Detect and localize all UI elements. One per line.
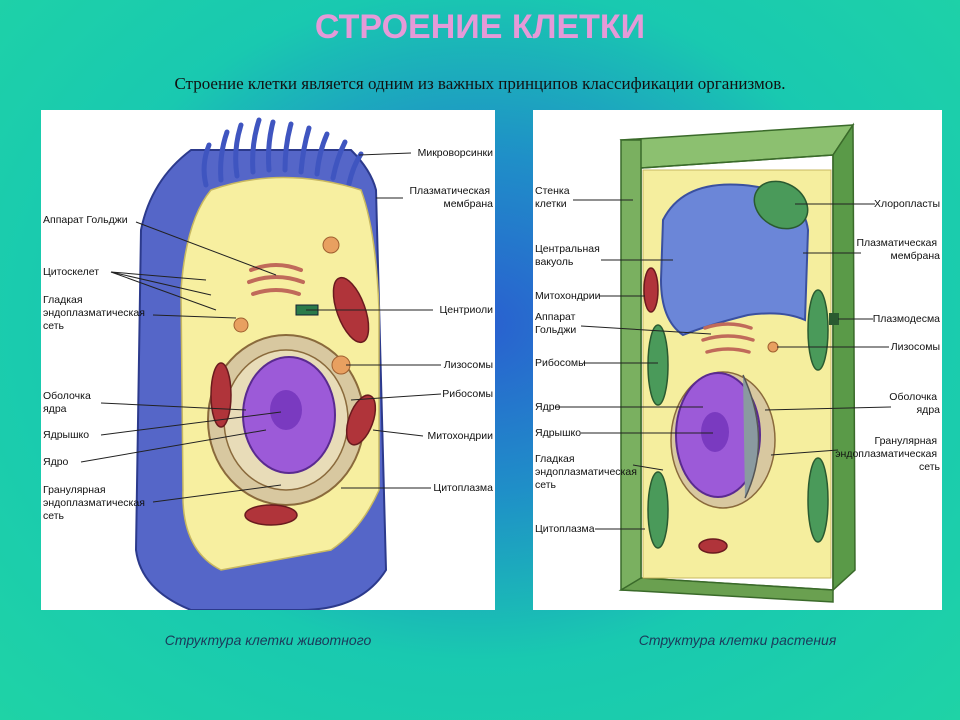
- plant-cell-caption: Структура клетки растения: [638, 632, 837, 648]
- label-cytoskeleton: Цитоскелет: [43, 266, 99, 278]
- plant-label-golgi: Аппарат Гольджи: [535, 311, 578, 336]
- label-centrioles: Центриоли: [439, 304, 493, 316]
- animal-leader-lines-left: [80, 221, 282, 503]
- plant-mitochondria: [643, 267, 728, 554]
- slide-title: СТРОЕНИЕ КЛЕТКИ: [314, 8, 646, 46]
- plant-label-smooth-er: Гладкая эндоплазматическая сеть: [535, 453, 640, 491]
- plant-plasmodesma: [829, 313, 839, 325]
- plant-lysosome: [767, 341, 779, 353]
- plant-label-chloroplasts: Хлоропласты: [874, 198, 940, 210]
- label-nucleus: Ядро: [43, 456, 69, 468]
- label-plasma-membrane: Плазматическая мембрана: [409, 185, 493, 210]
- animal-golgi: [247, 263, 305, 296]
- microvilli: [201, 117, 364, 188]
- plant-golgi: [701, 322, 755, 354]
- animal-leader-lines-right: [306, 152, 442, 489]
- plant-leader-lines-right: [764, 203, 892, 456]
- plant-label-cell-wall: Стенка клетки: [535, 185, 573, 210]
- plant-labels-left: Стенка клетки Центральная вакуоль Митохо…: [535, 185, 640, 535]
- plant-label-plasma-membrane: Плазматическая мембрана: [856, 237, 940, 262]
- plant-label-vacuole: Центральная вакуоль: [535, 243, 603, 268]
- label-nuclear-envelope: Оболочка ядра: [43, 390, 94, 415]
- label-microvilli: Микроворсинки: [418, 147, 494, 159]
- label-nucleolus: Ядрышко: [43, 429, 89, 441]
- label-rough-er: Гранулярная эндоплазматическая сеть: [43, 484, 148, 522]
- plant-chloroplasts: [647, 180, 829, 549]
- plant-label-nucleolus: Ядрышко: [535, 427, 581, 439]
- plant-leader-lines-left: [555, 199, 713, 530]
- animal-nucleolus: [270, 390, 302, 430]
- label-smooth-er: Гладкая эндоплазматическая сеть: [43, 294, 148, 332]
- plant-labels-right: Хлоропласты Плазматическая мембрана Плаз…: [835, 198, 940, 473]
- plant-cell-diagram: Стенка клетки Центральная вакуоль Митохо…: [535, 122, 941, 603]
- label-ribosomes: Рибосомы: [442, 388, 493, 400]
- plant-wall-right: [832, 122, 856, 592]
- animal-labels-right: Микроворсинки Плазматическая мембрана Це…: [409, 147, 493, 494]
- plant-label-ribosomes: Рибосомы: [535, 357, 586, 369]
- plant-nucleolus: [701, 412, 729, 452]
- plant-label-mitochondria: Митохондрии: [535, 290, 601, 302]
- label-mitochondria: Митохондрии: [428, 430, 494, 442]
- animal-cell-diagram: Аппарат Гольджи Цитоскелет Гладкая эндоп…: [43, 117, 493, 610]
- plant-cell-panel: Стенка клетки Центральная вакуоль Митохо…: [533, 110, 942, 610]
- plant-label-nucleus: Ядро: [535, 401, 561, 413]
- plant-label-plasmodesma: Плазмодесма: [873, 313, 940, 325]
- slide-subtitle: Строение клетки является одним из важных…: [174, 74, 786, 93]
- plant-label-rough-er: Гранулярная эндоплазматическая сеть: [835, 435, 940, 473]
- animal-cell-caption: Структура клетки животного: [164, 632, 372, 648]
- animal-cell-panel: Аппарат Гольджи Цитоскелет Гладкая эндоп…: [41, 110, 495, 610]
- label-lysosomes: Лизосомы: [444, 359, 493, 371]
- label-cytoplasm: Цитоплазма: [433, 482, 493, 494]
- animal-lysosomes: [233, 236, 351, 375]
- plant-label-cytoplasm: Цитоплазма: [535, 523, 595, 535]
- plant-label-nuclear-envelope: Оболочка ядра: [889, 391, 940, 416]
- plant-label-lysosomes: Лизосомы: [891, 341, 940, 353]
- animal-labels-left: Аппарат Гольджи Цитоскелет Гладкая эндоп…: [43, 214, 148, 522]
- label-golgi: Аппарат Гольджи: [43, 214, 128, 226]
